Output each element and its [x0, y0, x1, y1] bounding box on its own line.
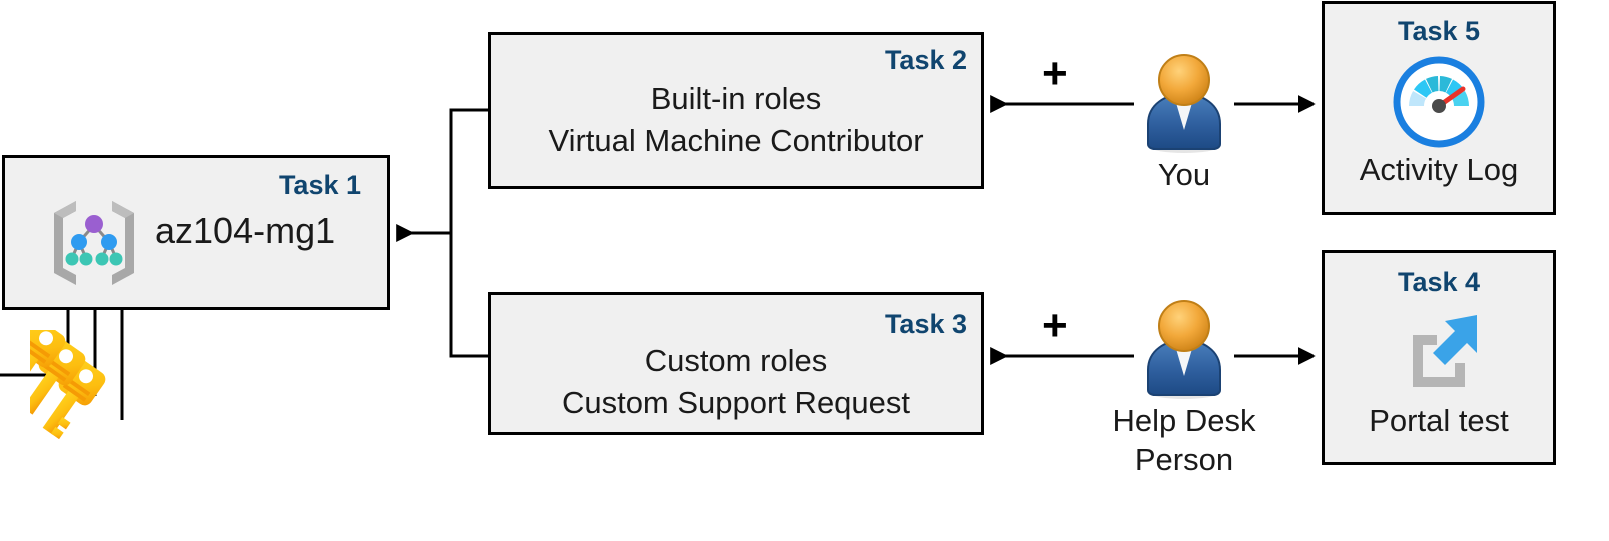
- actor-help-desk-label: Help Desk Person: [1113, 402, 1256, 480]
- actor-help-desk-label-line2: Person: [1134, 441, 1234, 477]
- actor-you-label: You: [1157, 157, 1211, 192]
- task5-box[interactable]: Task 5 Activity Log: [1322, 1, 1556, 215]
- plus-sign-top: +: [1042, 49, 1068, 98]
- task5-label: Task 5: [1397, 16, 1481, 46]
- task2-line-1: Built-in roles: [650, 81, 822, 116]
- task1-resource-name: az104-mg1: [155, 210, 336, 251]
- task2-line-2: Virtual Machine Contributor: [548, 123, 924, 158]
- task4-label: Task 4: [1397, 267, 1481, 297]
- task1-label: Task 1: [278, 170, 361, 200]
- task2-label: Task 2: [884, 45, 967, 75]
- task1-box[interactable]: Task 1 az104-mg1: [2, 155, 390, 310]
- external-link-icon: [1413, 315, 1477, 387]
- task3-label: Task 3: [884, 309, 967, 339]
- user-icon: [1147, 54, 1221, 153]
- task4-caption: Portal test: [1369, 403, 1509, 438]
- user-icon: [1147, 300, 1221, 399]
- task5-caption: Activity Log: [1359, 152, 1519, 187]
- task3-line-2: Custom Support Request: [561, 385, 911, 420]
- management-group-icon: [54, 201, 134, 285]
- task3-line-1: Custom roles: [644, 343, 828, 378]
- three-keys-icon: [30, 330, 106, 440]
- connector-tasks-to-task1: [396, 108, 488, 358]
- plus-sign-bottom: +: [1042, 301, 1068, 350]
- gauge-icon: [1393, 56, 1485, 148]
- task2-box[interactable]: Task 2 Built-in roles Virtual Machine Co…: [488, 32, 984, 189]
- task3-box[interactable]: Task 3 Custom roles Custom Support Reque…: [488, 292, 984, 435]
- actor-help-desk-label-line1: Help Desk: [1112, 403, 1256, 438]
- task4-box[interactable]: Task 4 Portal test: [1322, 250, 1556, 465]
